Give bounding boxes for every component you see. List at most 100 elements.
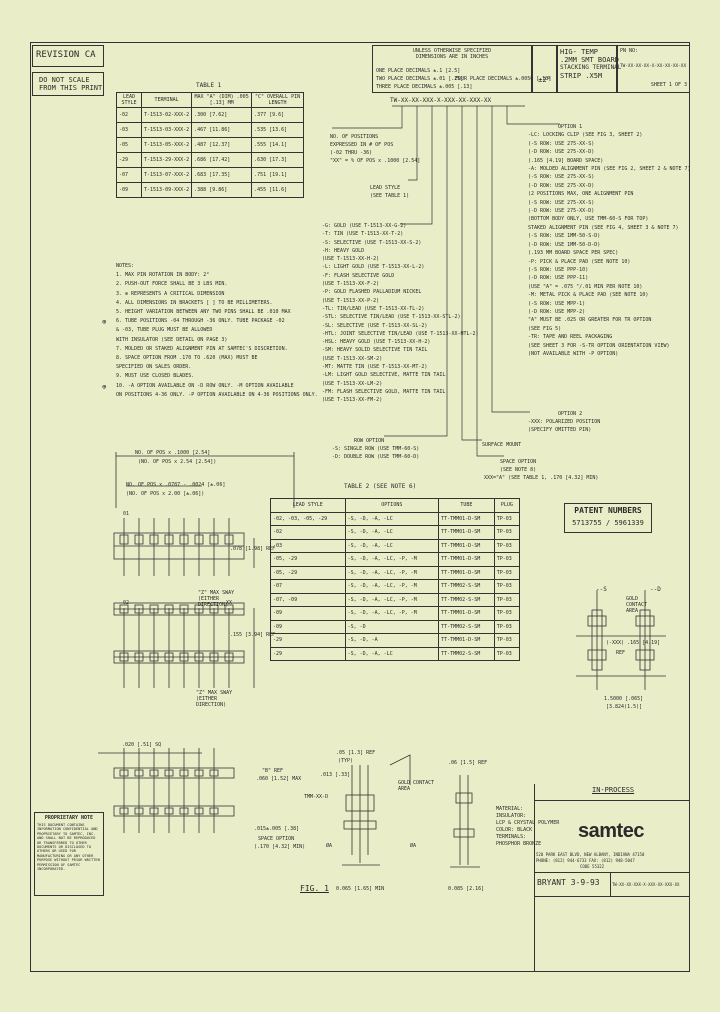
option-line: -TR: TAPE AND REEL PACKAGING	[528, 334, 613, 341]
pin-pad	[164, 534, 174, 545]
plating-option: -L: LIGHT GOLD (USE T-1513-XX-L-2)	[322, 264, 425, 271]
scale-note-line-1: DO NOT SCALE	[39, 76, 90, 84]
company-address: 520 PARK EAST BLVD, NEW ALBANY, INDIANA …	[536, 852, 645, 857]
pin-pad	[179, 769, 189, 777]
note-line: 3. ⊕ REPRESENTS A CRITICAL DIMENSION	[116, 290, 225, 297]
table-cell: -S, -D, -A, -LC, -P, -M	[344, 606, 440, 621]
drawn-by: BRYANT 3-9-93	[537, 878, 600, 887]
table-cell: TP-03	[493, 552, 521, 567]
plating-option: -T: TIN (USE T-1513-XX-T-2)	[322, 231, 404, 238]
table-cell: -S, -D	[344, 619, 440, 634]
divider	[534, 800, 690, 801]
drawing-sheet	[30, 42, 690, 972]
plating-option: -LM: LIGHT GOLD SELECTIVE, MATTE TIN TAI…	[322, 372, 446, 379]
table-cell: TT-TMM02-S-SM	[438, 619, 495, 634]
table1-title: TABLE 1	[196, 82, 222, 89]
callout-line: -D: DOUBLE ROW (USE TMM-60-D)	[332, 454, 420, 460]
pin-pad	[179, 807, 189, 815]
dim-3824: [3.824(1.5)]	[606, 704, 643, 710]
option-line: (-D ROW: USE PPP-11)	[528, 275, 589, 282]
note-line: 8. SPACE OPTION FROM .170 TO .620 (MAX) …	[116, 355, 258, 362]
option-line: -LC: LOCKING CLIP (SEE FIG 3, SHEET 2)	[528, 132, 643, 139]
proprietary-box: PROPRIETARY NOTE THIS DOCUMENT CONTAINS …	[34, 812, 104, 896]
pin-pad	[164, 604, 174, 614]
proprietary-body: THIS DOCUMENT CONTAINS INFORMATION CONFI…	[37, 823, 100, 872]
option-line: (USE "A" = .075 "/.01 MIN PER NOTE 10)	[528, 283, 643, 290]
option-line: (-S ROW: USE 275-XX-S)	[528, 199, 595, 206]
material-line: COLOR: BLACK	[496, 827, 533, 833]
option-line: (.193 MM BOARD SPACE PER SPEC)	[528, 250, 619, 257]
dia-label-2: ØA	[410, 843, 417, 849]
pin-pad	[209, 652, 219, 662]
surface-mount-label: SURFACE MOUNT	[482, 442, 522, 448]
table2-header: PLUG	[493, 498, 521, 513]
pin-pad	[134, 534, 144, 545]
tolerance-header-2: DIMENSIONS ARE IN INCHES	[415, 54, 489, 60]
callout-line: (SEE NOTE 8)	[500, 467, 537, 473]
dim-pos-pitch: NO. OF POS x .1000 [2.54]	[135, 450, 211, 456]
plating-option: -MT: MATTE TIN (USE T-1513-XX-MT-2)	[322, 364, 428, 371]
plating-option: (USE T-1513-XX-F-2)	[322, 281, 380, 288]
option-line: -M: METAL PICK & PLACE PAD (SEE NOTE 10)	[528, 292, 649, 299]
table-cell: TP-03	[493, 646, 521, 661]
gold-area-label: GOLD CONTACT AREA	[626, 596, 648, 614]
connector-views: 01 02 XX	[98, 452, 295, 833]
note-line: 1. MAX PIN ROTATION IN BODY: 2°	[116, 272, 210, 279]
material-line: MATERIAL:	[496, 806, 524, 812]
option-line: STAKED ALIGNMENT PIN (SEE FIG 4, SHEET 3…	[528, 224, 679, 231]
fig1-label: FIG. 1	[300, 884, 329, 893]
option-line: OPTION 1	[558, 124, 583, 130]
plating-option: -SL: SELECTIVE (USE T-1513-XX-SL-2)	[322, 322, 428, 329]
table-cell: .455 [11.6]	[251, 182, 304, 198]
patent-box: PATENT NUMBERS 5713755 / 5961339	[564, 503, 652, 533]
callout-line: "XX" = % OF POS x .1000 [2.54]	[330, 158, 421, 164]
pin-pad	[179, 534, 189, 545]
plating-option: -TL: TIN/LEAD (USE T-1513-XX-TL-2)	[322, 305, 425, 312]
table-cell: -S, -D, -A, -LC, -P, -M	[344, 565, 440, 580]
option-line: (SPECIFY OMITTED PIN)	[528, 427, 592, 433]
dim-space-option-2: (.170 [4.32] MIN)	[254, 844, 306, 850]
option1-callout: OPTION 1 -LC: LOCKING CLIP (SEE FIG 3, S…	[528, 123, 691, 358]
bottom-title-block	[534, 784, 691, 972]
pin-pad	[149, 769, 159, 777]
angle-tolerance: ±2°	[532, 45, 557, 93]
pin-pad	[224, 652, 234, 662]
table-cell: TT-TMM02-S-SM	[438, 592, 495, 607]
table-cell: TT-TMM01-D-SM	[438, 565, 495, 580]
table-cell: TT-TMM01-D-SM	[438, 511, 495, 526]
scale-note-box: DO NOT SCALE FROM THIS PRINT	[32, 72, 104, 96]
rev-marker-icon: ⊕	[102, 383, 107, 391]
material-line: INSULATOR:	[496, 813, 527, 819]
table-cell: TT-TMM01-D-SM	[438, 525, 495, 540]
pin-pad	[209, 769, 219, 777]
pin-pad	[179, 652, 189, 662]
dim-max-sway-2: "Z" MAX SWAY (EITHER DIRECTION)	[196, 690, 233, 708]
note-line: WITH INSULATOR (SEE DETAIL ON PAGE 3)	[116, 336, 228, 343]
table-cell: TP-03	[493, 619, 521, 634]
pin-pad	[164, 769, 174, 777]
dia-label: ØA	[326, 843, 333, 849]
lead-style-callout: LEAD STYLE (SEE TABLE 1)	[370, 184, 409, 200]
pin-pad	[209, 604, 219, 614]
dim-space: .015±.005 [.38]	[254, 826, 300, 832]
dim-pos-pitch-2: (NO. OF POS x 2.54 [2.54])	[138, 459, 217, 465]
pin-pad	[149, 604, 159, 614]
pin-pad	[134, 769, 144, 777]
table-cell: .377 [9.6]	[251, 107, 304, 123]
dim-155: .155 [3.94] REF	[230, 632, 276, 638]
material-line: TERMINALS:	[496, 834, 527, 840]
table-cell: TT-TMM02-S-SM	[438, 646, 495, 661]
proprietary-title: PROPRIETARY NOTE	[44, 815, 94, 821]
plating-option: -HSL: HEAVY GOLD (USE T-1513-XX-H-2)	[322, 339, 431, 346]
material-line: PHOSPHOR BRONZE	[496, 841, 542, 847]
